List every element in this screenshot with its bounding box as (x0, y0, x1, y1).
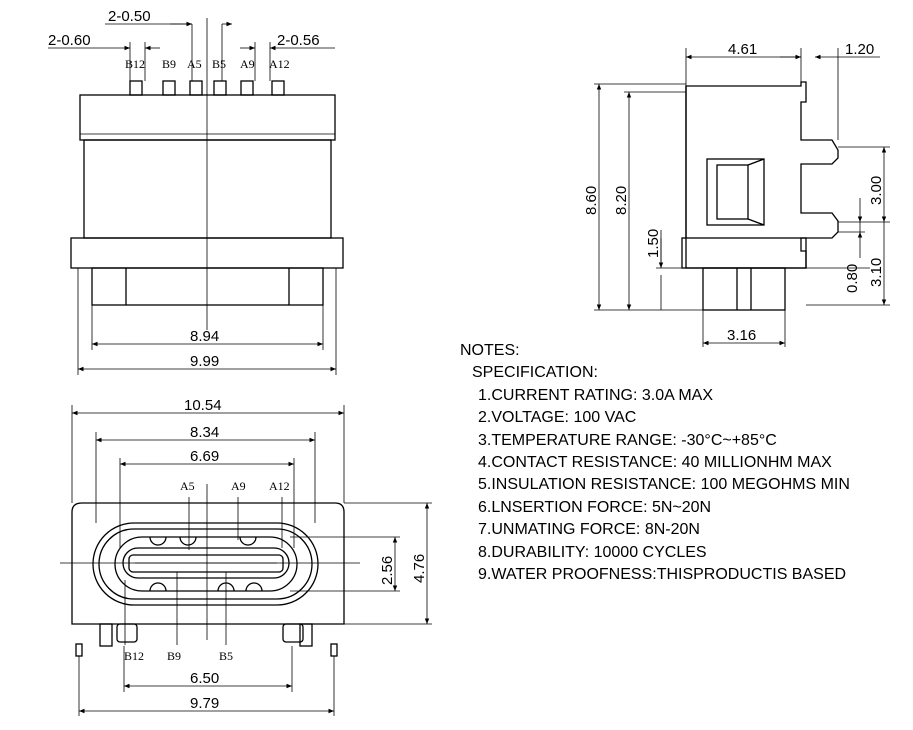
dim-pin-span: 9.79 (190, 695, 219, 712)
spec-item: 4.CONTACT RESISTANCE: 40 MILLIONHM MAX (478, 454, 832, 472)
spec-title: SPECIFICATION: (472, 364, 598, 382)
pin-label: A5 (187, 57, 202, 71)
dim-shell-w: 8.34 (190, 424, 219, 441)
side-view-dimensions (594, 48, 890, 347)
spec-item: 2.VOLTAGE: 100 VAC (478, 409, 637, 427)
spec-item: 3.TEMPERATURE RANGE: -30°C~+85°C (478, 431, 777, 449)
dim-lip: 1.20 (845, 41, 874, 58)
dim-h-total: 8.60 (583, 186, 600, 215)
dim-pitch-b: 2-0.50 (108, 8, 151, 25)
dim-inner-w: 8.94 (190, 328, 219, 345)
top-view (70, 18, 344, 330)
spec-item: 1.CURRENT RATING: 3.0A MAX (478, 386, 714, 404)
pin-label: B9 (167, 649, 181, 663)
pin-label: A12 (269, 57, 290, 71)
dim-pad-w: 6.50 (190, 670, 219, 687)
dim-flange-w: 10.54 (184, 397, 222, 414)
spec-item: 8.DURABILITY: 10000 CYCLES (478, 543, 707, 561)
spec-item: 5.INSULATION RESISTANCE: 100 MEGOHMS MIN (478, 476, 850, 494)
pin-label: B9 (162, 57, 176, 71)
spec-item: 9.WATER PROOFNESS:THISPRODUCTIS BASED (478, 566, 847, 584)
dim-pitch-l: 2-0.60 (48, 32, 91, 49)
side-view-labels: 4.61 1.20 8.60 8.20 1.50 3.16 3.00 0.80 … (583, 41, 885, 344)
dim-shell-h: 4.76 (411, 554, 428, 583)
notes-block: NOTES: SPECIFICATION: 1.CURRENT RATING: … (460, 340, 850, 586)
top-view-labels: 2-0.50 2-0.60 2-0.56 8.94 9.99 B12 B9 A5… (48, 8, 320, 370)
dim-foot: 3.16 (727, 327, 756, 344)
pin-label: B12 (125, 57, 145, 71)
front-view-labels: 10.54 8.34 6.69 2.56 4.76 6.50 9.79 A5 A… (124, 397, 428, 712)
dim-tongue-h: 2.56 (379, 556, 396, 585)
front-view-dimensions (71, 405, 432, 716)
dim-pitch-r: 2-0.56 (277, 32, 320, 49)
notes-heading: NOTES: (460, 342, 520, 359)
top-view-dimensions (48, 21, 337, 375)
pin-label: A12 (269, 479, 290, 493)
dim-h-flange: 1.50 (645, 229, 662, 258)
dim-tongue-w: 6.69 (190, 448, 219, 465)
dim-depth: 4.61 (728, 41, 757, 58)
pin-label: A9 (231, 479, 246, 493)
spec-item: 7.UNMATING FORCE: 8N-20N (478, 521, 700, 539)
dim-latch-h: 3.00 (868, 176, 885, 205)
dim-latch-low: 3.10 (868, 258, 885, 287)
pin-label: A9 (240, 57, 255, 71)
side-view (681, 81, 839, 311)
pin-label: B5 (219, 649, 233, 663)
pin-label: A5 (180, 479, 195, 493)
spec-item: 6.LNSERTION FORCE: 5N~20N (478, 498, 712, 516)
pin-label: B12 (124, 649, 144, 663)
pin-label: B5 (212, 57, 226, 71)
dim-h-body: 8.20 (613, 186, 630, 215)
dim-outer-w: 9.99 (190, 353, 219, 370)
dim-latch-off: 0.80 (844, 264, 861, 293)
